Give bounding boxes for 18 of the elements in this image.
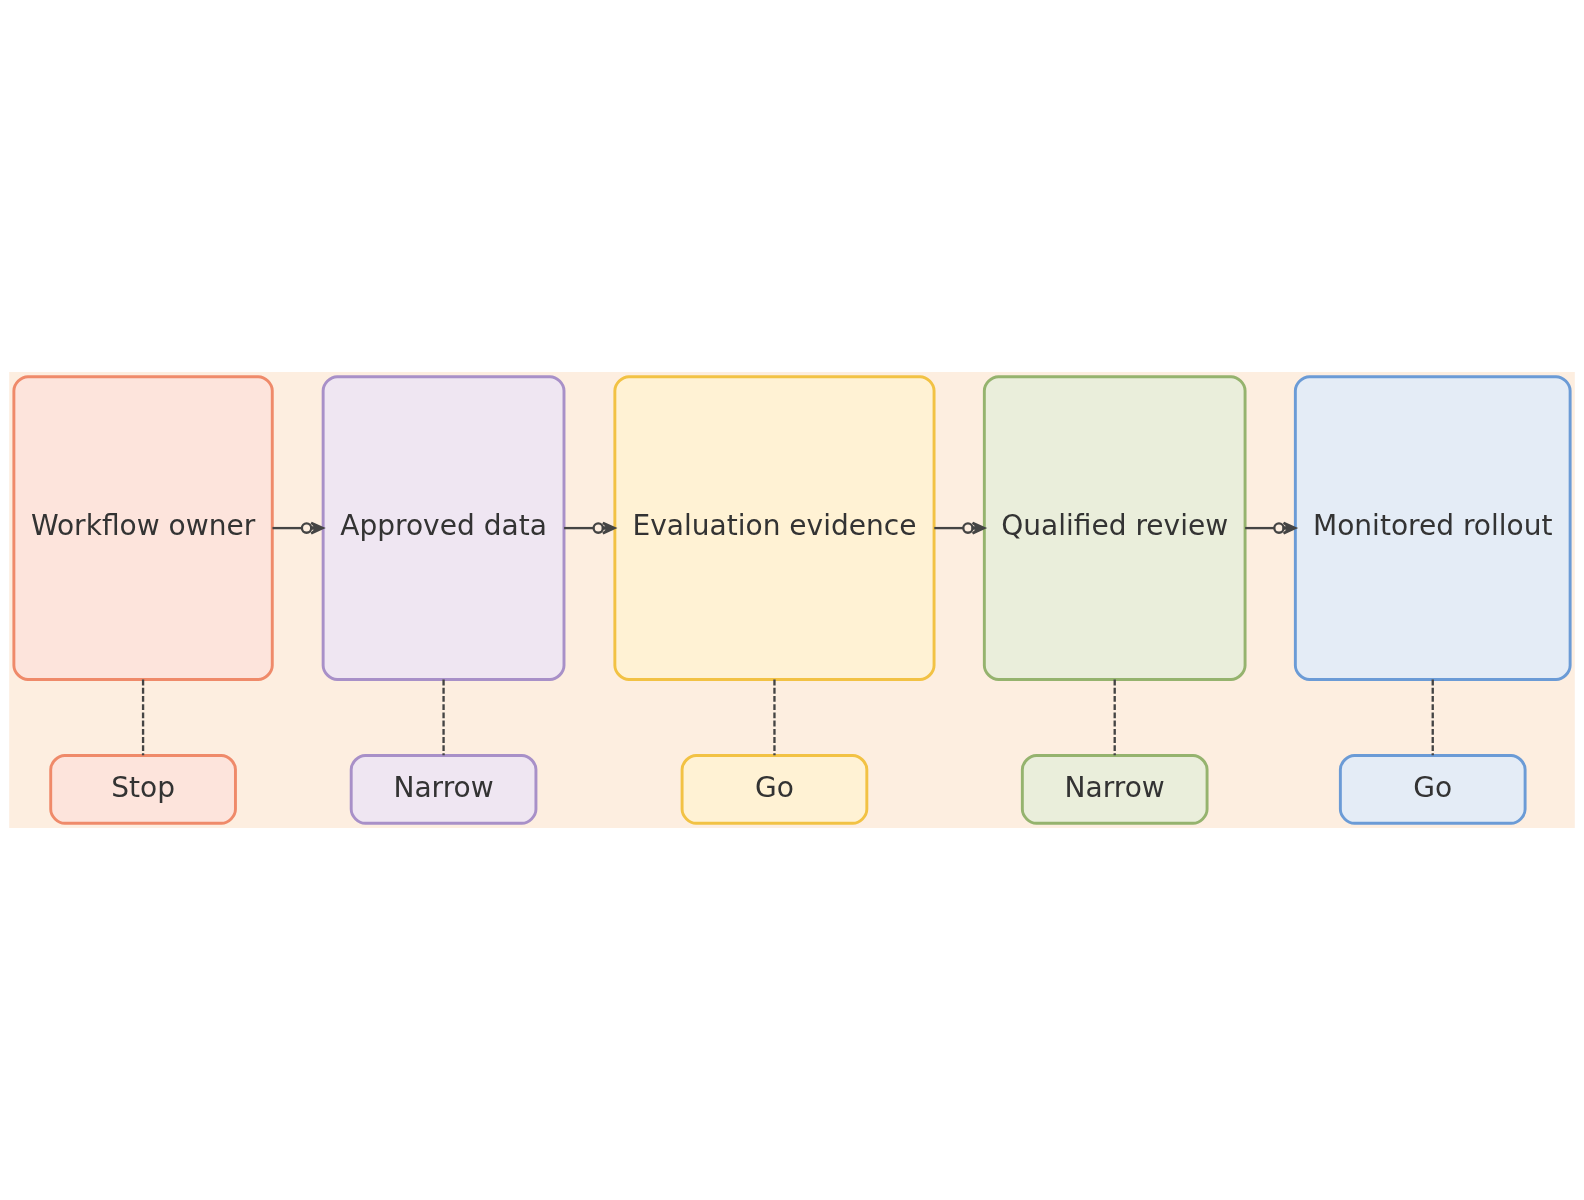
node-box: Qualified review [982,375,1247,681]
node-box: Narrow [1020,754,1209,825]
node-box: Stop [49,754,237,825]
connector [1113,679,1116,756]
connector [442,679,445,756]
arrow [564,521,616,535]
node-box: Approved data [321,375,566,681]
node-box: Narrow [349,754,538,825]
connector [141,679,145,756]
node-box: Monitored rollout [1293,375,1572,681]
node-box: Workflow owner [12,375,274,681]
connector [1431,679,1434,756]
node-box: Go [680,754,869,825]
arrow [934,521,986,535]
node-box: Evaluation evidence [613,375,936,681]
node-box: Go [1338,754,1527,825]
connector [773,679,776,756]
arrow [272,521,325,535]
